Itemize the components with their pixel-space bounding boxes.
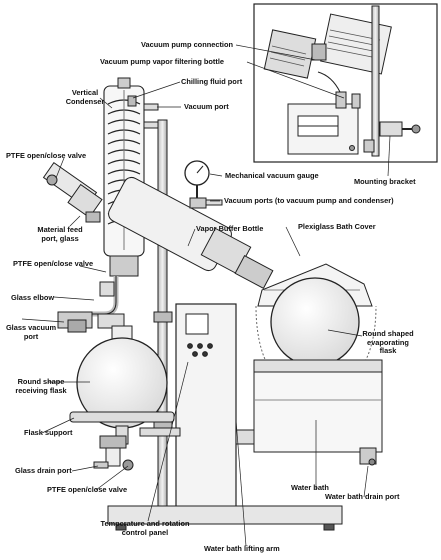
glass-elbow-assembly — [57, 255, 139, 333]
drain-assembly — [93, 435, 134, 471]
label-round-receiving-flask-line1: Round shape — [17, 377, 65, 386]
label-vertical-condenser-line2: Condenser — [65, 96, 105, 106]
inset-mounting-bracket — [363, 121, 421, 153]
inset-filter-bottle — [287, 71, 361, 155]
base-unit — [107, 303, 343, 531]
label-mounting-bracket: Mounting bracket — [354, 177, 416, 186]
label-water-bath-lifting-arm: Water bath lifting arm — [204, 544, 280, 553]
label-vacuum-ports-to-pump-condenser: Vacuum ports (to vacuum pump and condens… — [224, 196, 394, 205]
label-vertical-condenser: Vertical Condenser — [58, 88, 112, 106]
label-temp-rotation-panel-line2: control panel — [121, 527, 169, 537]
label-ptfe-valve-bottom: PTFE open/close valve — [47, 485, 128, 494]
label-temp-rotation-panel: Temperature and rotation control panel — [90, 519, 200, 537]
label-vapor-buffer-bottle: Vapor Buffer Bottle — [196, 224, 264, 233]
label-round-evaporating-flask: Round shaped evaporating flask — [356, 329, 420, 356]
label-round-evaporating-flask-line1: Round shaped — [362, 329, 414, 338]
label-water-bath: Water bath — [291, 483, 329, 492]
label-mechanical-vacuum-gauge: Mechanical vacuum gauge — [225, 171, 319, 180]
label-vapor-filtering-bottle: Vacuum pump vapor filtering bottle — [100, 57, 225, 66]
label-material-feed-port-line1: Material feed — [37, 225, 83, 234]
label-round-evaporating-flask-line3: flask — [379, 346, 397, 356]
label-glass-vacuum-port-line1: Glass vacuum — [5, 323, 57, 332]
label-water-bath-drain-port: Water bath drain port — [325, 492, 400, 501]
label-flask-support: Flask support — [24, 428, 73, 437]
flask-support-ring — [69, 411, 175, 423]
label-glass-elbow: Glass elbow — [11, 293, 55, 302]
material-feed-assembly — [42, 162, 103, 223]
label-material-feed-port: Material feed port, glass — [30, 225, 90, 243]
label-vertical-condenser-line1: Vertical — [71, 88, 99, 97]
label-vacuum-port: Vacuum port — [184, 102, 229, 111]
inset-pump-detail — [253, 3, 438, 163]
label-glass-vacuum-port: Glass vacuum port — [2, 323, 60, 341]
inset-pole — [371, 5, 380, 157]
label-ptfe-valve-top: PTFE open/close valve — [6, 151, 87, 160]
water-bath — [253, 359, 383, 466]
leader-lines — [21, 44, 391, 547]
label-plexiglass-bath-cover: Plexiglass Bath Cover — [298, 222, 376, 231]
vapor-buffer-bottle — [108, 176, 274, 290]
label-round-evaporating-flask-line2: evaporating — [367, 337, 409, 347]
label-material-feed-port-line2: port, glass — [41, 233, 79, 243]
label-glass-vacuum-port-line2: port — [23, 331, 39, 341]
label-round-receiving-flask-line2: receiving flask — [15, 385, 67, 395]
label-chilling-fluid-port: Chilling fluid port — [181, 77, 243, 86]
label-ptfe-valve-middle: PTFE open/close valve — [13, 259, 94, 268]
evaporating-flask-and-cover — [255, 263, 377, 381]
label-round-receiving-flask: Round shape receiving flask — [6, 377, 76, 395]
mechanical-vacuum-gauge — [184, 160, 223, 209]
label-vacuum-pump-connection: Vacuum pump connection — [141, 40, 233, 49]
main-support-pole — [153, 119, 173, 511]
receiving-flask — [76, 325, 168, 445]
label-temp-rotation-panel-line1: Temperature and rotation — [100, 519, 190, 528]
label-glass-drain-port: Glass drain port — [15, 466, 72, 475]
